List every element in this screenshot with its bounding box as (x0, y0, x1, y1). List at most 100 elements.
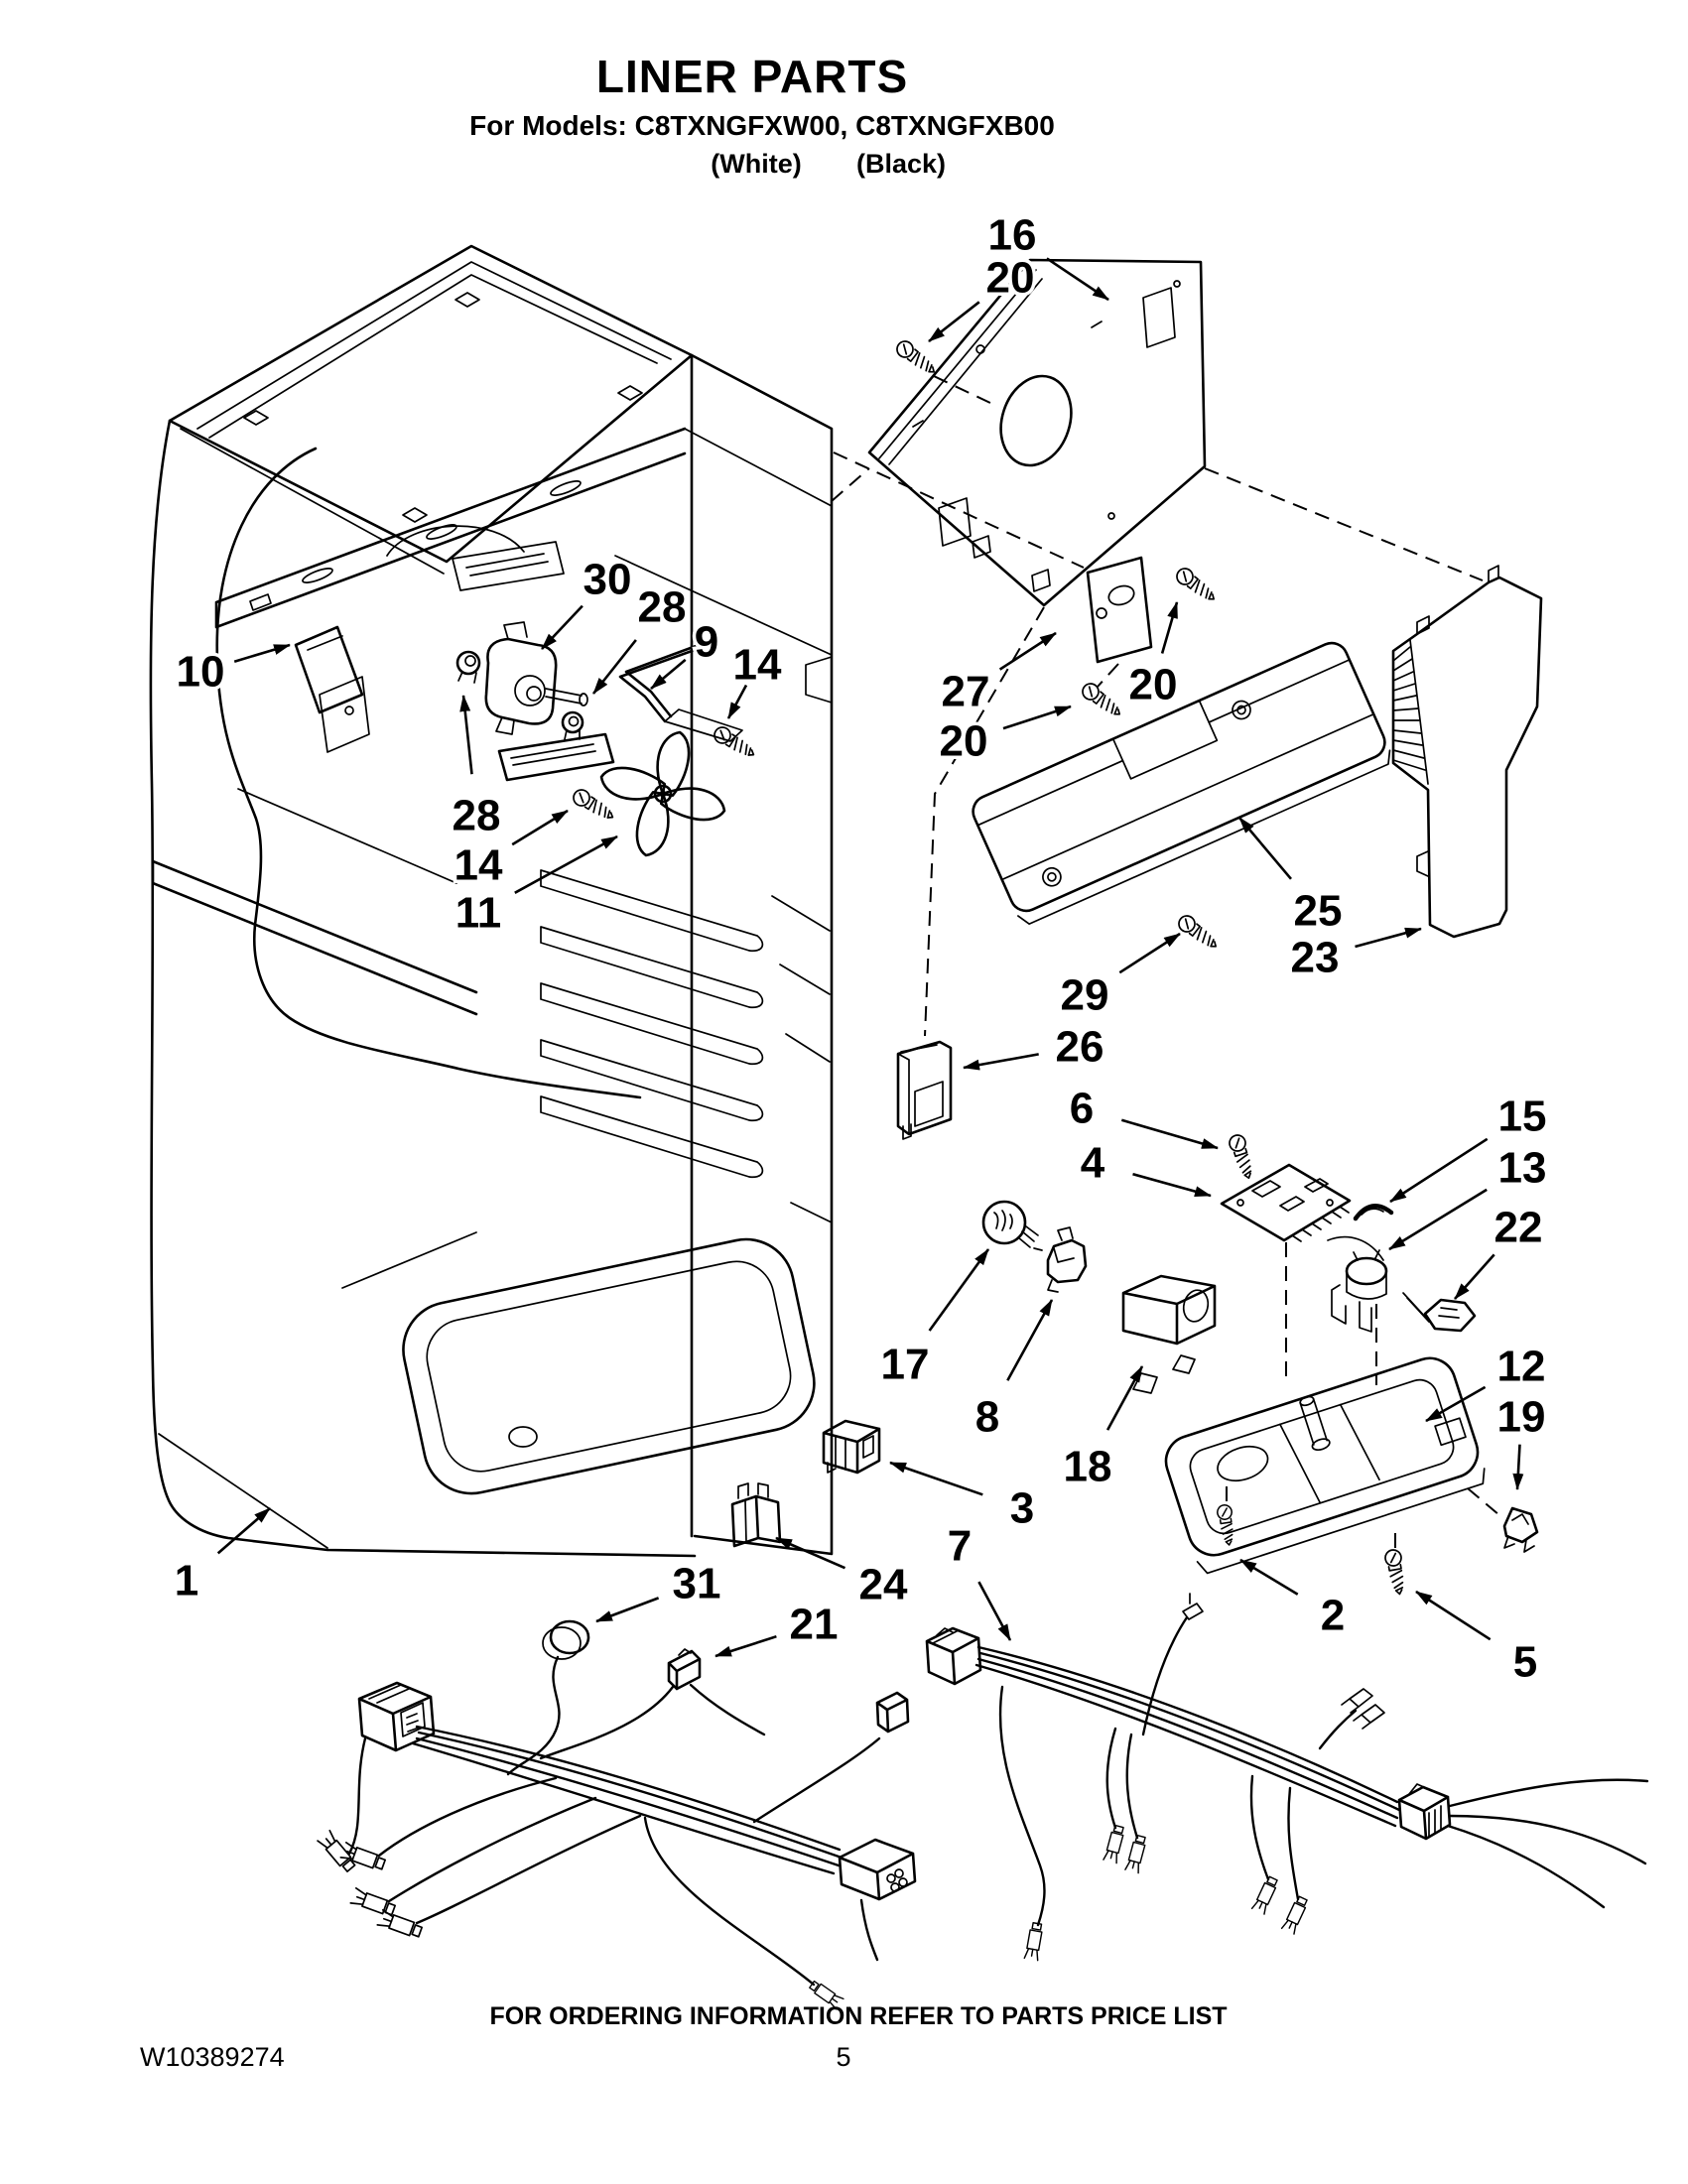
svg-text:17: 17 (881, 1341, 930, 1389)
callout-9-8: 9 (650, 614, 722, 690)
callout-1-0: 1 (171, 1507, 271, 1608)
evaporator-fan-motor-assembly (455, 621, 743, 857)
svg-text:12: 12 (1497, 1343, 1546, 1391)
page-number: 5 (836, 2042, 851, 2072)
control-board (1220, 1163, 1352, 1242)
svg-text:28: 28 (453, 792, 501, 840)
callout-24-26: 24 (775, 1536, 911, 1612)
wire-harness-right (925, 1593, 1649, 1962)
svg-text:20: 20 (986, 254, 1035, 303)
light-bulb (981, 1200, 1043, 1251)
callout-7-6: 7 (944, 1518, 1012, 1641)
svg-text:9: 9 (695, 618, 718, 667)
svg-text:30: 30 (584, 556, 632, 604)
callout-20-22: 20 (936, 705, 1072, 769)
svg-text:6: 6 (1070, 1085, 1094, 1133)
access-plate (1086, 556, 1153, 664)
thermostat (1327, 1235, 1388, 1333)
svg-text:24: 24 (859, 1561, 908, 1609)
svg-text:25: 25 (1294, 887, 1343, 936)
timer-cover (896, 1040, 953, 1140)
assembly-leaders (831, 375, 1500, 1550)
callout-14-13: 14 (726, 637, 785, 719)
callout-23-25: 23 (1287, 927, 1422, 985)
page-title: LINER PARTS (595, 51, 909, 102)
callout-29-32: 29 (1057, 932, 1181, 1023)
drain-pan (1132, 1354, 1486, 1575)
callout-layer: 1234567891011121314141516171819202020212… (171, 207, 1550, 1690)
svg-text:26: 26 (1056, 1023, 1104, 1072)
callout-28-31: 28 (449, 695, 504, 843)
harness-connector-21 (539, 1648, 766, 1760)
svg-text:23: 23 (1291, 934, 1340, 982)
evaporator-cover-panel (867, 258, 1207, 607)
callout-12-11: 12 (1425, 1339, 1549, 1423)
svg-text:10: 10 (177, 648, 225, 697)
callout-27-29: 27 (938, 631, 1057, 719)
models-line: For Models: C8TXNGFXW00, C8TXNGFXB00 (469, 110, 1055, 141)
callout-8-7: 8 (972, 1299, 1054, 1445)
callout-31-34: 31 (595, 1556, 724, 1623)
svg-text:18: 18 (1064, 1443, 1112, 1491)
liner-cabinet (149, 244, 834, 1558)
callout-30-33: 30 (541, 552, 635, 650)
callout-15-15: 15 (1389, 1089, 1550, 1204)
callout-11-10: 11 (452, 835, 618, 941)
callout-19-19: 19 (1493, 1389, 1549, 1490)
callout-6-5: 6 (1066, 1081, 1219, 1150)
callout-22-24: 22 (1454, 1200, 1546, 1300)
sound-damper-disc (506, 1619, 590, 1776)
svg-text:3: 3 (1010, 1484, 1034, 1533)
callout-25-27: 25 (1238, 817, 1346, 939)
svg-text:20: 20 (1129, 661, 1178, 709)
svg-text:20: 20 (940, 717, 988, 766)
callout-26-28: 26 (963, 1019, 1107, 1075)
callout-20-21: 20 (1125, 601, 1181, 712)
bulb-socket (1046, 1226, 1088, 1293)
callout-20-20: 20 (928, 250, 1038, 343)
document-number: W10389274 (140, 2042, 285, 2072)
svg-text:14: 14 (733, 641, 782, 690)
svg-text:5: 5 (1513, 1638, 1537, 1687)
drain-clip (1502, 1506, 1539, 1553)
terminal-block (822, 1419, 881, 1475)
callout-21-23: 21 (714, 1597, 842, 1658)
svg-text:14: 14 (454, 841, 503, 890)
svg-text:21: 21 (790, 1601, 839, 1649)
callout-3-2: 3 (889, 1461, 1038, 1536)
svg-text:22: 22 (1494, 1204, 1543, 1252)
svg-text:1: 1 (175, 1557, 198, 1606)
callout-10-9: 10 (173, 643, 291, 700)
svg-text:28: 28 (638, 583, 687, 632)
svg-text:15: 15 (1498, 1092, 1547, 1141)
air-deflector (972, 641, 1391, 925)
ordering-note: FOR ORDERING INFORMATION REFER TO PARTS … (489, 2002, 1228, 2030)
control-console (1391, 565, 1543, 939)
svg-text:7: 7 (948, 1522, 972, 1571)
wire-harness-left (317, 1681, 917, 2010)
svg-text:8: 8 (975, 1393, 999, 1442)
callout-5-4: 5 (1415, 1590, 1541, 1690)
callout-2-1: 2 (1239, 1558, 1349, 1643)
callout-28-30: 28 (591, 579, 690, 695)
color-variant-white: (White) (711, 149, 802, 179)
svg-text:19: 19 (1497, 1393, 1546, 1442)
callout-16-16: 16 (984, 207, 1109, 302)
callout-13-12: 13 (1388, 1140, 1550, 1251)
callout-4-3: 4 (1077, 1135, 1212, 1198)
callout-18-18: 18 (1060, 1365, 1144, 1494)
svg-text:29: 29 (1061, 971, 1109, 1020)
svg-text:2: 2 (1321, 1592, 1345, 1640)
clip (1353, 1204, 1394, 1221)
svg-text:4: 4 (1081, 1139, 1105, 1188)
callout-14-14: 14 (451, 809, 569, 893)
color-variant-black: (Black) (855, 149, 947, 179)
callout-17-17: 17 (877, 1248, 990, 1392)
svg-text:13: 13 (1498, 1144, 1547, 1193)
light-lens (1121, 1274, 1217, 1346)
fan-blade (599, 730, 726, 857)
svg-text:11: 11 (455, 889, 502, 938)
control-knob (1402, 1292, 1477, 1333)
